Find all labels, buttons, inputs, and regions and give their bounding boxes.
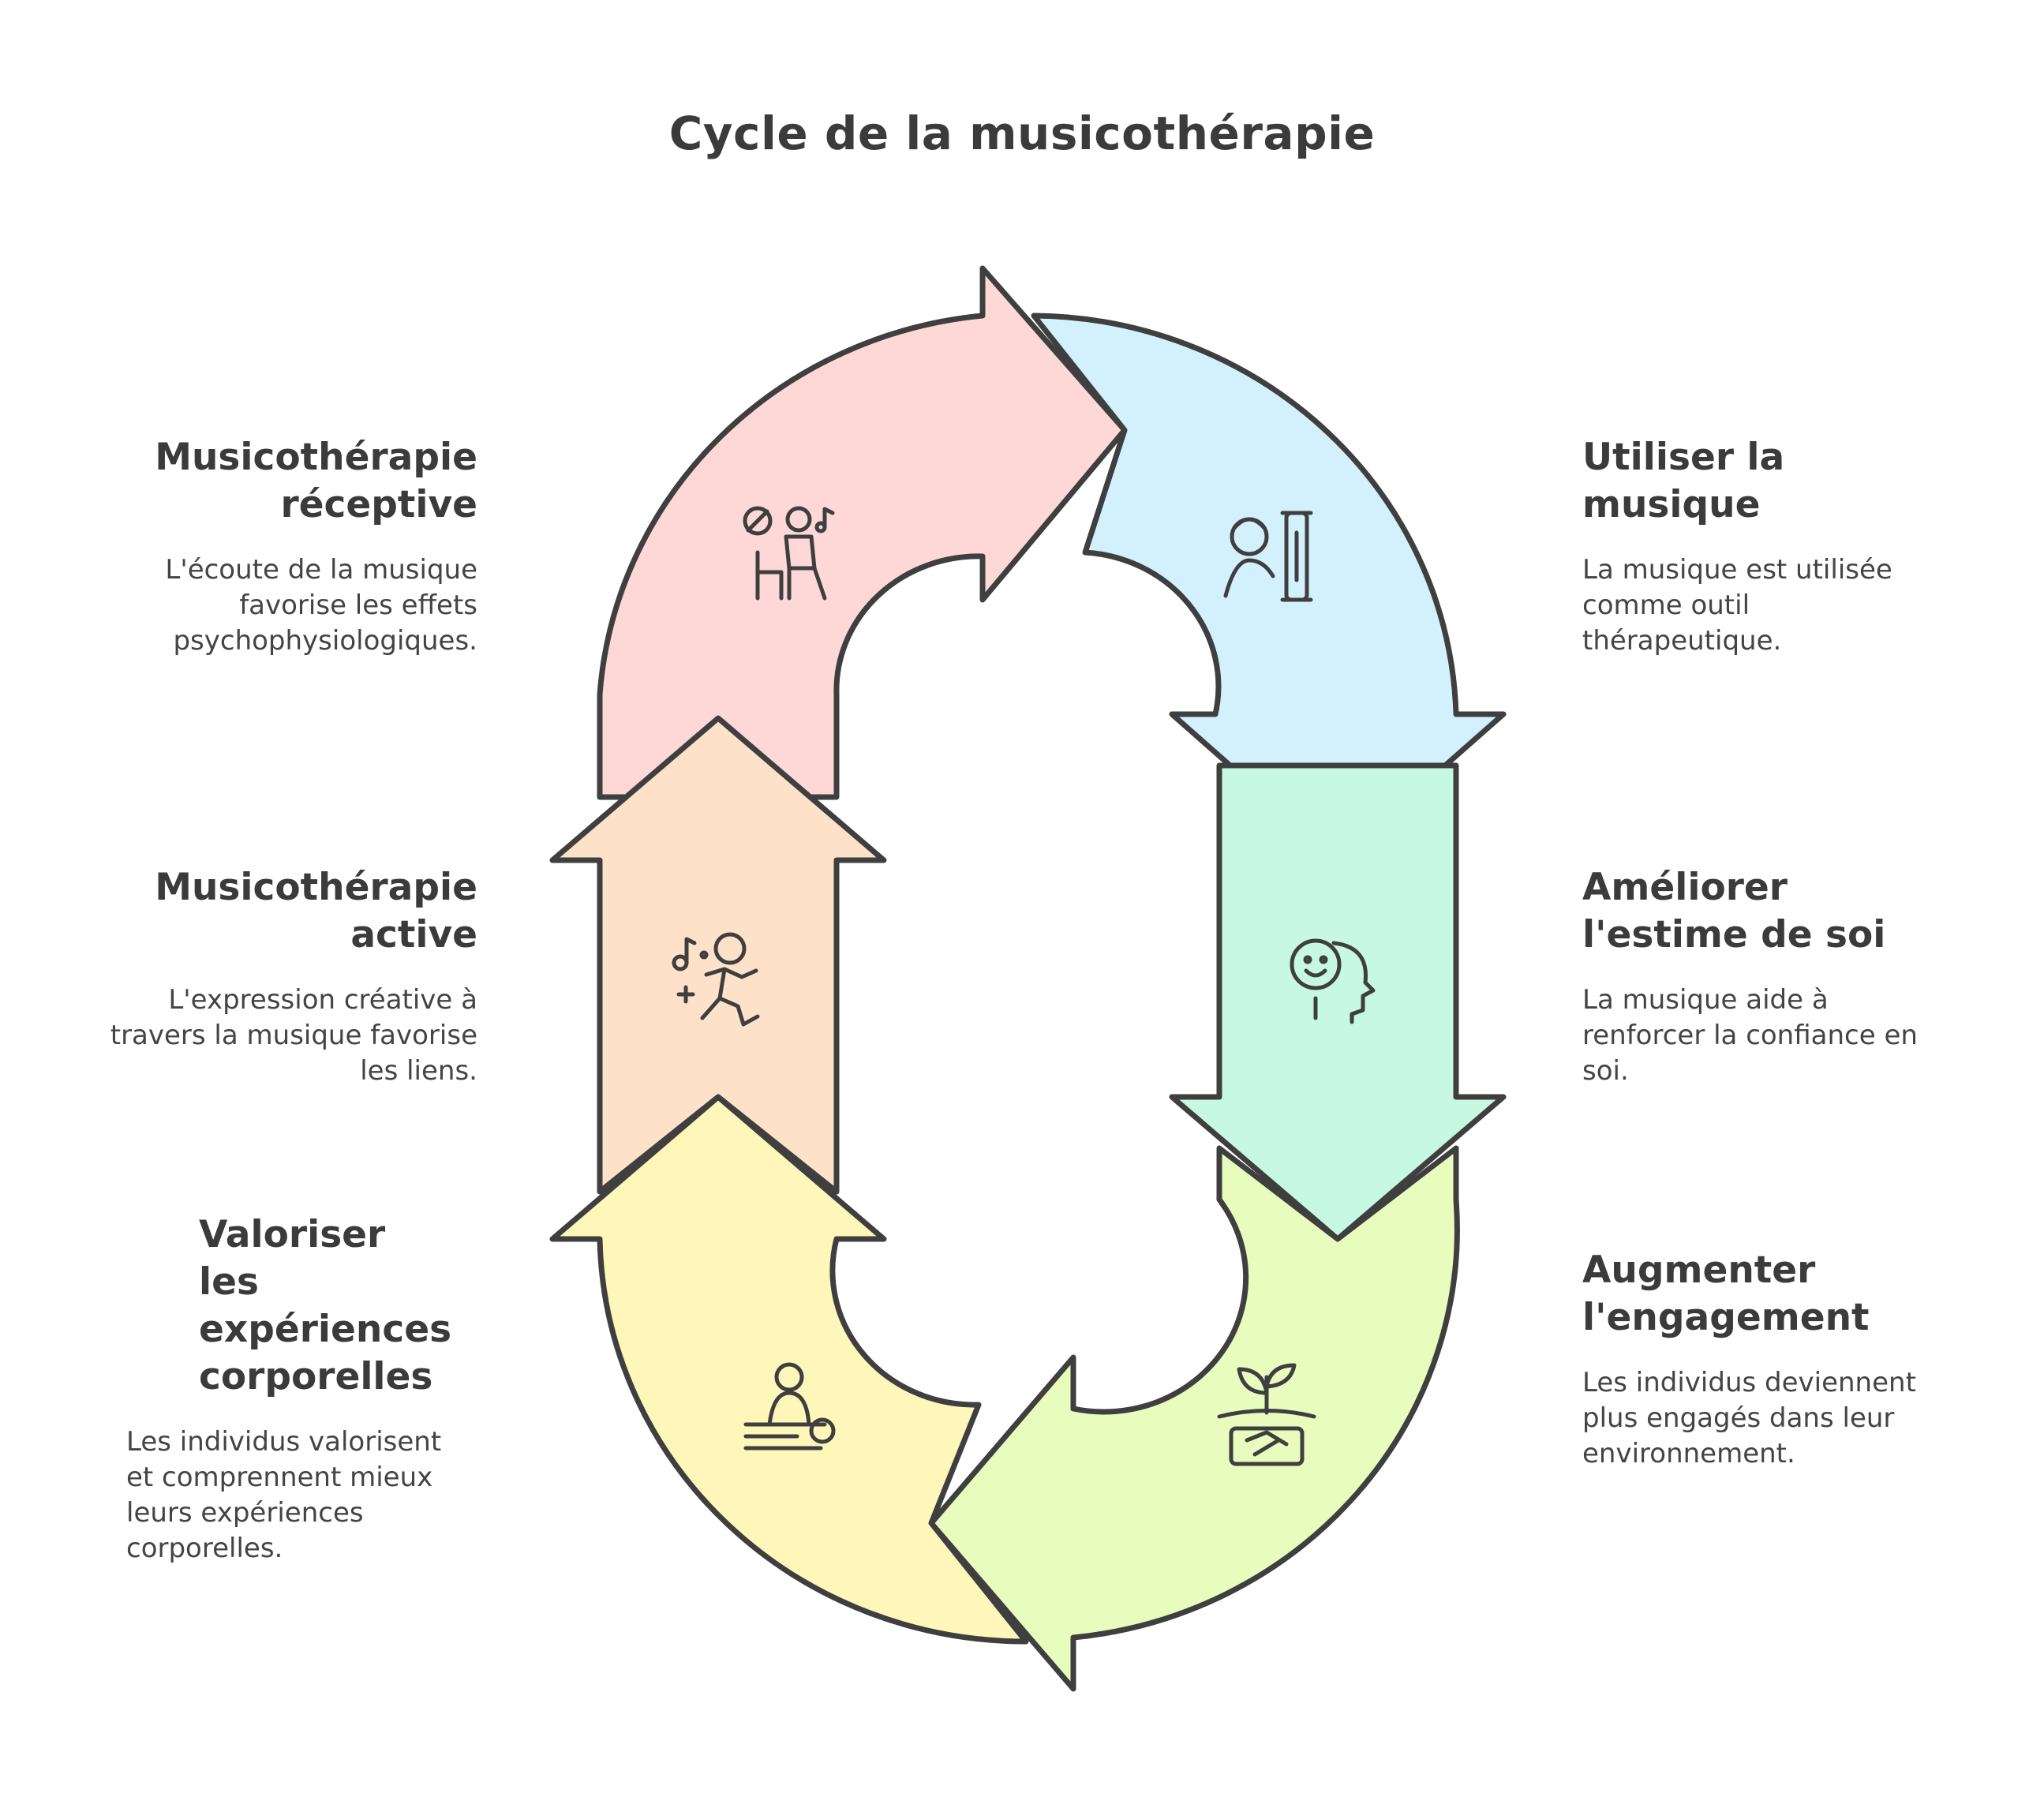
handshake-plant-icon: [1217, 1363, 1316, 1466]
therapist-instrument-icon: [1223, 511, 1313, 602]
step-description: L'expression créative à travers la musiq…: [110, 984, 477, 1087]
step-title: Musicothérapie réceptive: [155, 436, 477, 526]
step-title: Augmenter l'engagement: [1582, 1248, 1870, 1339]
massage-therapy-icon: [743, 1362, 836, 1451]
smiling-head-icon: [1290, 938, 1376, 1024]
step-music: Utiliser la musique La musique est utili…: [1582, 434, 1953, 659]
step-description: La musique aide à renforcer la confiance…: [1582, 984, 1918, 1087]
step-description: Les individus deviennent plus engagés da…: [1582, 1367, 1916, 1469]
segment-esteem: [1169, 762, 1507, 1242]
segment-engagement: [928, 1145, 1460, 1692]
dancing-person-icon: [672, 932, 760, 1027]
step-title: Valoriser les expériences corporelles: [199, 1213, 452, 1398]
step-title: Améliorer l'estime de soi: [1582, 866, 1886, 956]
step-description: Les individus valorisent et comprennent …: [126, 1426, 442, 1564]
step-body: Valoriser les expériences corporelles Le…: [126, 1211, 458, 1567]
step-title: Utiliser la musique: [1582, 436, 1785, 526]
step-description: La musique est utilisée comme outil thér…: [1582, 554, 1892, 657]
step-engagement: Augmenter l'engagement Les individus dev…: [1582, 1247, 1953, 1472]
step-title: Musicothérapie active: [155, 866, 477, 956]
segment-body: [549, 1094, 1029, 1645]
listening-person-icon: [743, 506, 835, 601]
step-active: Musicothérapie active L'expression créat…: [107, 864, 477, 1089]
step-receptive: Musicothérapie réceptive L'écoute de la …: [107, 434, 477, 659]
step-esteem: Améliorer l'estime de soi La musique aid…: [1582, 864, 1953, 1089]
step-description: L'écoute de la musique favorise les effe…: [165, 554, 477, 657]
diagram-title: Cycle de la musicothérapie: [668, 107, 1376, 160]
segment-music: [1031, 313, 1507, 863]
segment-receptive: [597, 265, 1128, 800]
